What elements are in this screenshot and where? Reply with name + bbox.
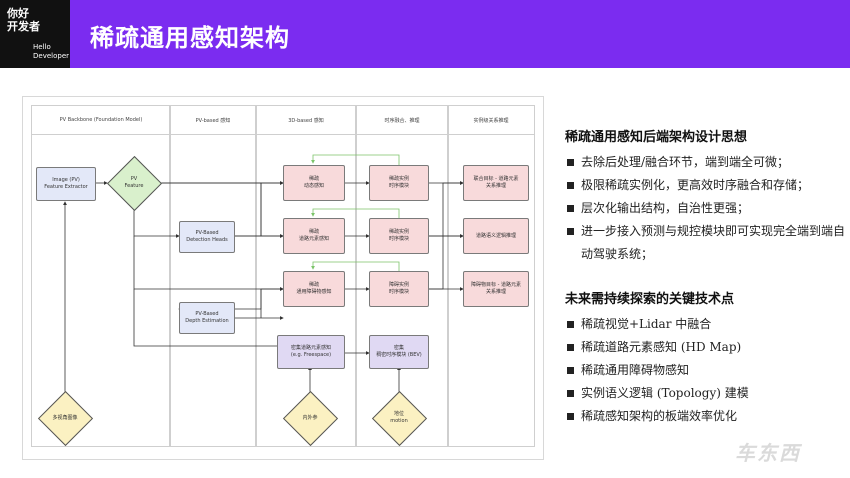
lane-header: 实例级关系推理: [448, 106, 534, 135]
section2-item: 稀疏道路元素感知 (HD Map): [565, 336, 845, 359]
architecture-diagram: PV Backbone (Foundation Model) PV-based …: [22, 96, 544, 460]
header-bar: 你好 开发者 Hello Developer 稀疏通用感知架构: [0, 0, 850, 68]
logo-line4: Developer: [33, 52, 70, 60]
lane-pv-backbone: PV Backbone (Foundation Model): [31, 105, 171, 447]
ego-motion-label: 地位 motion: [390, 411, 408, 424]
dense-road-box: 密集道路元素感知 (e.g. Freespace): [277, 335, 345, 369]
sparse-obstacle-box: 稀疏 通用障碍物感知: [283, 271, 345, 307]
section2-item: 稀疏视觉+Lidar 中融合: [565, 313, 845, 336]
section1-item: 去除后处理/融合环节，端到端全可微；: [565, 151, 845, 174]
intrinsics-diamond: 内外参: [282, 390, 339, 447]
right-text-panel: 稀疏通用感知后端架构设计思想 去除后处理/融合环节，端到端全可微； 极限稀疏实例…: [565, 126, 845, 428]
section1-item: 进一步接入预测与规控模块即可实现完全端到端自动驾驶系统；: [565, 220, 845, 266]
page-title: 稀疏通用感知架构: [90, 24, 290, 52]
image-feature-extractor-box: Image (PV) Feature Extractor: [36, 167, 96, 201]
logo-line2: 开发者: [7, 20, 40, 33]
relation-box-1: 联合目标 - 道路元素 关系推理: [463, 165, 529, 201]
section2-item: 稀疏感知架构的板端效率优化: [565, 405, 845, 428]
logo: 你好 开发者 Hello Developer: [0, 0, 70, 68]
temporal-box-3: 障碍实例 时序模块: [369, 271, 429, 307]
lane-relation: 实例级关系推理: [447, 105, 535, 447]
logo-line1: 你好: [7, 7, 29, 20]
multiview-diamond: 多视角图像: [37, 390, 94, 447]
lane-3d-based: 3D-based 感知: [255, 105, 357, 447]
watermark: 车东西: [735, 441, 801, 465]
pv-feature-label: PV Feature: [124, 176, 144, 189]
dense-temporal-box: 密集 稠密时序模块 (BEV): [369, 335, 429, 369]
logo-line3: Hello: [33, 43, 51, 51]
section2-item: 稀疏通用障碍物感知: [565, 359, 845, 382]
section2-title: 未来需持续探索的关键技术点: [565, 292, 735, 307]
section1-title: 稀疏通用感知后端架构设计思想: [565, 130, 748, 145]
lane-header: PV-based 感知: [170, 106, 256, 135]
lane-pv-based: PV-based 感知: [169, 105, 257, 447]
lane-header: PV Backbone (Foundation Model): [32, 106, 170, 135]
multiview-label: 多视角图像: [52, 414, 78, 421]
pv-feature-diamond: PV Feature: [106, 155, 163, 212]
relation-box-3: 障碍物目标 - 道路元素 关系推理: [463, 271, 529, 307]
sparse-dynamic-box: 稀疏 动态感知: [283, 165, 345, 201]
pv-depth-estimation-box: PV-Based Depth Estimation: [179, 302, 235, 334]
lane-header: 时序融合、推理: [356, 106, 448, 135]
temporal-box-1: 稀疏实例 时序模块: [369, 165, 429, 201]
pv-detection-heads-box: PV-Based Detection Heads: [179, 221, 235, 253]
relation-box-2: 道路语义逻辑推理: [463, 218, 529, 254]
section1-item: 极限稀疏实例化，更高效时序融合和存储；: [565, 174, 845, 197]
intrinsics-label: 内外参: [302, 414, 318, 421]
section2-item: 实例语义逻辑 (Topology) 建模: [565, 382, 845, 405]
section1-item: 层次化输出结构，自治性更强；: [565, 197, 845, 220]
connector-arrows: [63, 154, 464, 393]
ego-motion-diamond: 地位 motion: [371, 390, 428, 447]
temporal-box-2: 稀疏实例 时序模块: [369, 218, 429, 254]
sparse-road-box: 稀疏 道路元素感知: [283, 218, 345, 254]
lane-temporal: 时序融合、推理: [355, 105, 449, 447]
lane-header: 3D-based 感知: [256, 106, 356, 135]
